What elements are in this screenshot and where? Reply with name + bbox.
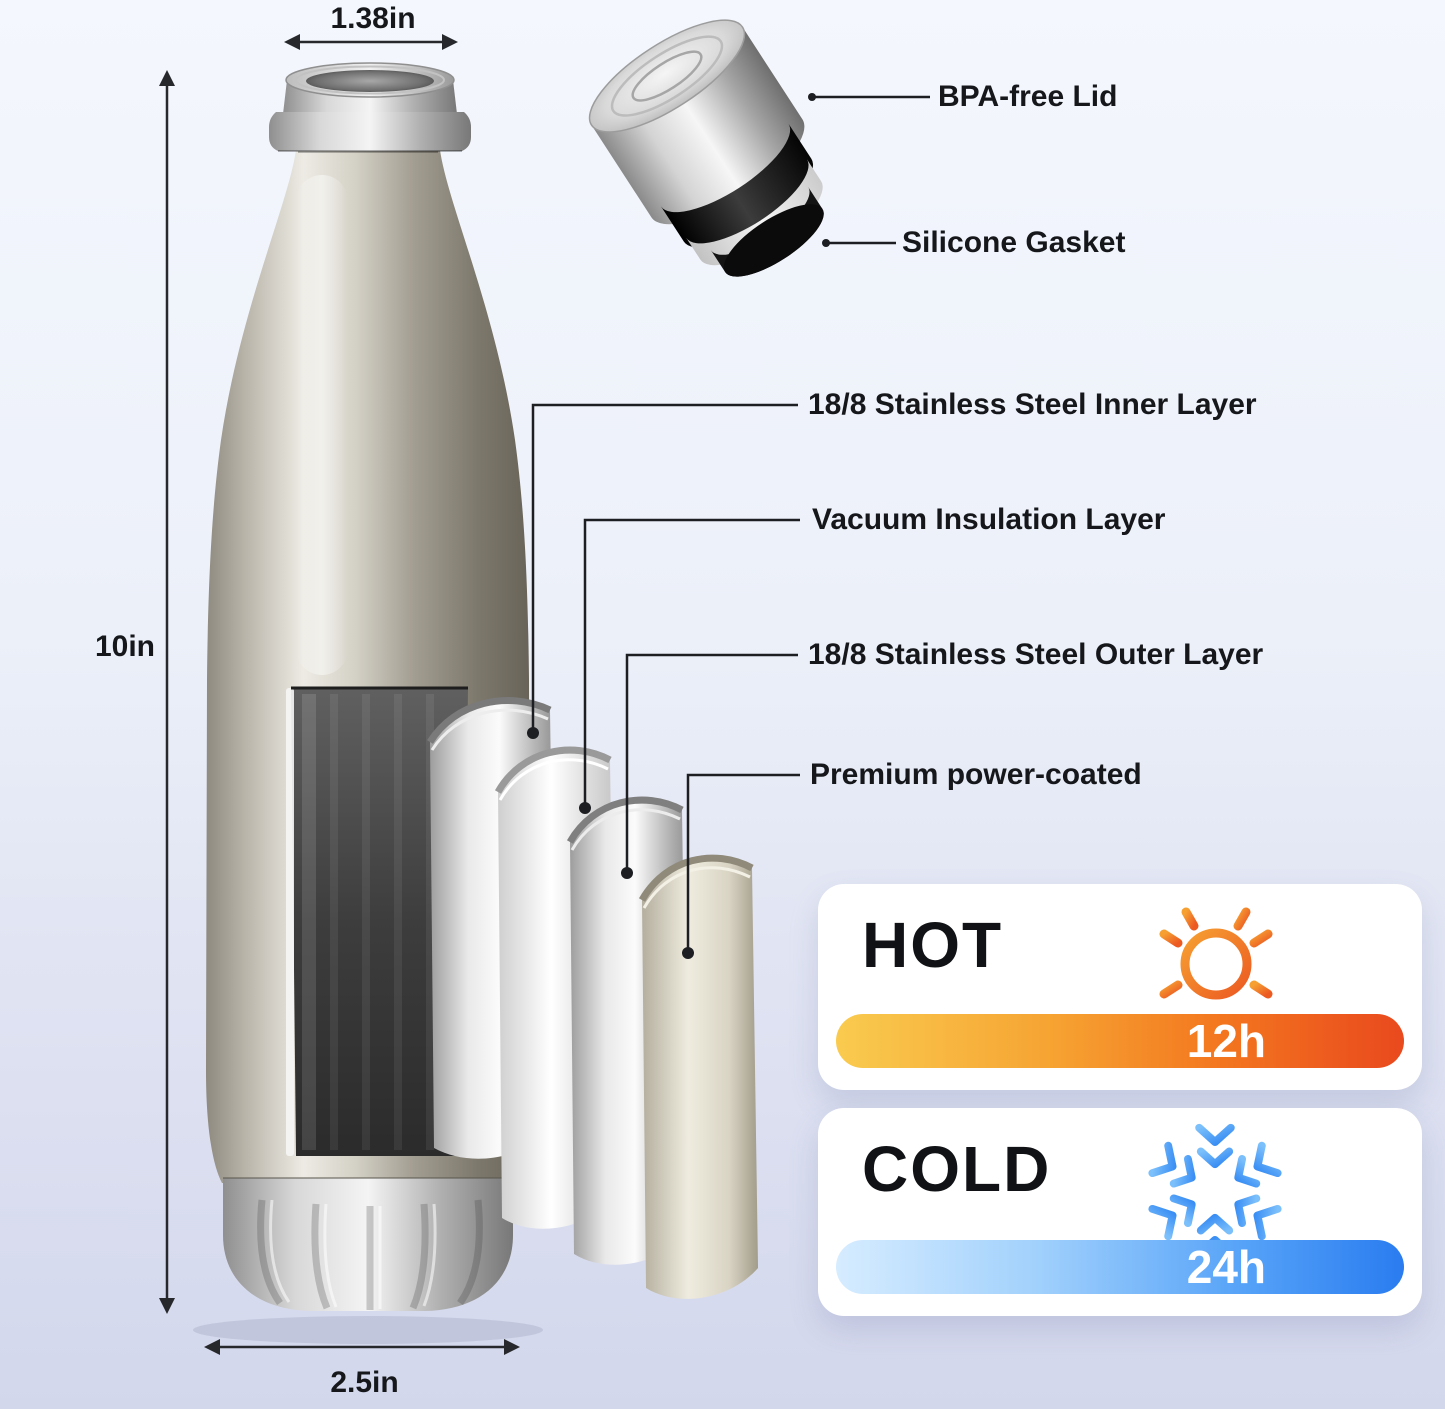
cold-duration: 24h [1186, 1241, 1266, 1293]
lid-cutaway [588, 19, 824, 277]
layer-callout-coated: Premium power-coated [810, 758, 1142, 791]
hot-duration-bar: 12h [836, 1014, 1404, 1068]
dimension-arrow-base [204, 1339, 520, 1355]
dimension-base-width: 2.5in [330, 1366, 399, 1399]
lid-label: BPA-free Lid [938, 80, 1118, 113]
hot-badge: HOT 12h [818, 884, 1422, 1090]
hot-duration: 12h [1186, 1015, 1266, 1067]
cold-duration-bar: 24h [836, 1240, 1404, 1294]
sheet-coated [638, 854, 758, 1299]
bottle-mouth [269, 62, 471, 152]
dimension-arrow-mouth [284, 34, 458, 50]
leader-coated [686, 773, 800, 953]
hot-label: HOT [862, 909, 1004, 981]
cold-badge: COLD [818, 1108, 1422, 1316]
gasket-label: Silicone Gasket [902, 226, 1126, 259]
lid-black-ring [660, 123, 813, 248]
dimension-arrow-height [159, 70, 175, 1314]
dimension-mouth-width: 1.38in [330, 2, 416, 35]
layer-callout-outer-steel: 18/8 Stainless Steel Outer Layer [808, 638, 1264, 671]
cold-label: COLD [862, 1133, 1052, 1205]
bottle-shadow [193, 1316, 543, 1344]
base-ribs [257, 1199, 483, 1310]
bottle-base [223, 1177, 513, 1311]
leader-inner-steel [531, 403, 798, 733]
dimension-height: 10in [94, 630, 155, 663]
dimension-arrows [159, 34, 520, 1355]
layer-callout-inner-steel: 18/8 Stainless Steel Inner Layer [808, 388, 1257, 421]
leader-dots [527, 93, 830, 959]
bottle-cutaway [286, 686, 468, 1156]
sun-icon [1149, 899, 1283, 1000]
layer-sheets [427, 697, 758, 1299]
layer-callout-vacuum: Vacuum Insulation Layer [812, 503, 1166, 536]
leader-vacuum [583, 518, 800, 808]
leader-lines [531, 95, 930, 953]
leader-outer-steel [625, 653, 798, 873]
